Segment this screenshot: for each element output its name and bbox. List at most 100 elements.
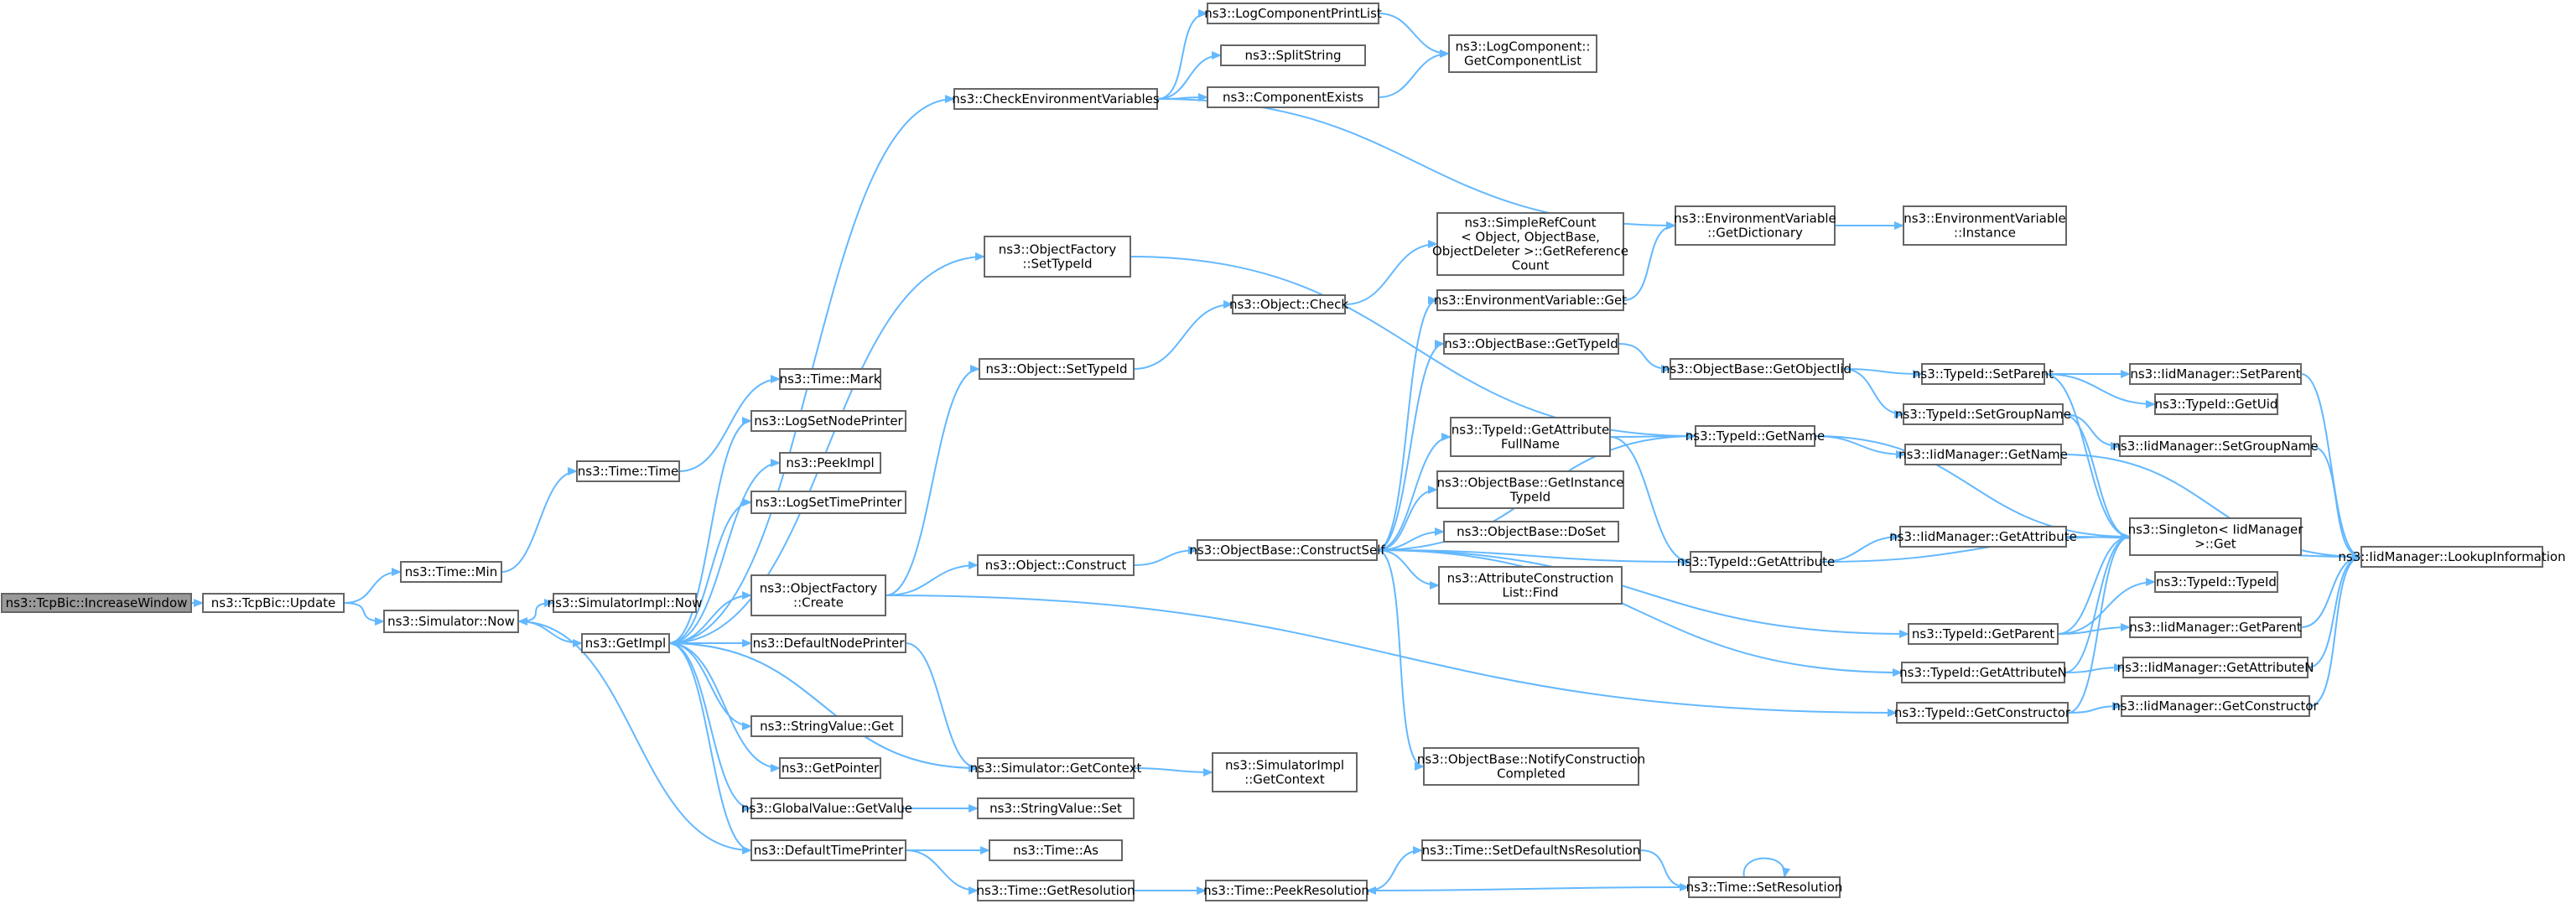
node-box [2119,435,2312,457]
node-timeMark[interactable]: ns3::Time::Mark [779,368,881,390]
node-timeSetDefaultNsRes[interactable]: ns3::Time::SetDefaultNsResolution [1421,839,1641,861]
node-getImpl[interactable]: ns3::GetImpl [581,633,670,653]
node-simImplNow[interactable]: ns3::SimulatorImpl::Now [548,593,703,613]
node-iidManagerGetConstructor[interactable]: ns3::IidManager::GetConstructor [2112,695,2319,717]
node-objectConstruct[interactable]: ns3::Object::Construct [977,554,1135,576]
node-typeIdGetConstructor[interactable]: ns3::TypeId::GetConstructor [1894,702,2071,724]
node-objBaseConstructSelf[interactable]: ns3::ObjectBase::ConstructSelf [1189,539,1385,561]
node-box [553,593,697,613]
node-label: ns3::DefaultTimePrinter [754,843,904,858]
node-timeTime[interactable]: ns3::Time::Time [576,460,680,482]
node-objBaseNotifyConstruction[interactable]: ns3::ObjectBase::NotifyConstructionCompl… [1417,747,1645,786]
edge-getImpl-to-objFactorySetTypeId [668,252,985,644]
node-envVarInstance[interactable]: ns3::EnvironmentVariable::Instance [1903,205,2067,246]
node-iidManagerGetName[interactable]: ns3::IidManager::GetName [1898,444,2068,465]
node-iidManagerGetParent[interactable]: ns3::IidManager::GetParent [2129,616,2302,638]
node-splitString[interactable]: ns3::SplitString [1220,44,1366,66]
node-label: ns3::EnvironmentVariable [1903,211,2065,226]
node-objBaseDoSet[interactable]: ns3::ObjectBase::DoSet [1443,521,1619,543]
node-peekImpl[interactable]: ns3::PeekImpl [779,452,881,474]
edge-typeIdGetAttribute-to-iidManagerGetAttribute [1820,532,1901,563]
node-defaultNodePrinter[interactable]: ns3::DefaultNodePrinter [750,633,906,653]
node-simGetContext[interactable]: ns3::Simulator::GetContext [970,757,1142,779]
node-timeGetResolution[interactable]: ns3::Time::GetResolution [977,880,1135,901]
edge-timePeekResolution-to-timeSetDefaultNsRes [1366,846,1423,891]
node-label: ns3::IidManager::GetAttributeN [2117,660,2314,675]
node-stringValueSet[interactable]: ns3::StringValue::Set [977,797,1135,819]
node-typeIdGetParent[interactable]: ns3::TypeId::GetParent [1908,623,2059,645]
node-iidManagerSetGroupName[interactable]: ns3::IidManager::SetGroupName [2112,435,2319,457]
node-timePeekResolution[interactable]: ns3::Time::PeekResolution [1203,880,1369,901]
node-objFactorySetTypeId[interactable]: ns3::ObjectFactory::SetTypeId [984,236,1131,278]
node-globalValueGetValue[interactable]: ns3::GlobalValue::GetValue [741,797,912,819]
node-componentExists[interactable]: ns3::ComponentExists [1207,86,1379,108]
node-simImplGetContext[interactable]: ns3::SimulatorImpl::GetContext [1212,752,1358,792]
node-stringValueGet[interactable]: ns3::StringValue::Get [750,715,903,737]
node-box [977,757,1135,779]
node-simpleRefCount[interactable]: ns3::SimpleRefCount< Object, ObjectBase,… [1432,212,1628,276]
node-iidManagerSetParent[interactable]: ns3::IidManager::SetParent [2129,363,2302,385]
node-label: ::Create [793,595,844,610]
node-box [1695,425,1815,447]
node-logSetTimePrinter[interactable]: ns3::LogSetTimePrinter [750,491,906,514]
node-increaseWindow[interactable]: ns3::TcpBic::IncreaseWindow [1,593,192,613]
node-iidManagerLookupInfo[interactable]: ns3::IidManager::LookupInformation [2338,546,2566,568]
node-label: ns3::ObjectBase::NotifyConstruction [1417,752,1645,767]
node-envVarGet[interactable]: ns3::EnvironmentVariable::Get [1434,289,1627,311]
node-typeIdTypeId[interactable]: ns3::TypeId::TypeId [2154,571,2278,593]
node-box [984,236,1131,278]
node-box [750,797,903,819]
node-logComponentPrintList[interactable]: ns3::LogComponentPrintList [1204,3,1382,24]
edge-simGetContext-to-getImpl [668,639,979,769]
node-simNow[interactable]: ns3::Simulator::Now [383,610,519,633]
node-label: ns3::IidManager::SetGroupName [2112,439,2318,454]
node-timeSetResolution[interactable]: ns3::Time::SetResolution [1686,876,1843,898]
node-typeIdSetParent[interactable]: ns3::TypeId::SetParent [1913,363,2054,385]
node-timeAs[interactable]: ns3::Time::As [989,839,1123,861]
node-box [1197,539,1378,561]
nodes-layer: ns3::TcpBic::IncreaseWindow ns3::TcpBic::… [1,3,2566,901]
node-label: ns3::DefaultNodePrinter [753,636,906,651]
node-iidManagerGetAttributeN[interactable]: ns3::IidManager::GetAttributeN [2117,657,2314,678]
edge-objBaseConstructSelf-to-objBaseNotifyConstruction [1376,549,1425,771]
node-defaultTimePrinter[interactable]: ns3::DefaultTimePrinter [750,839,906,861]
node-typeIdGetUid[interactable]: ns3::TypeId::GetUid [2154,393,2278,415]
node-label: ::SetTypeId [1022,257,1092,272]
node-box [202,593,345,613]
node-box [1205,880,1368,901]
node-label: ns3::ComponentExists [1223,90,1363,105]
node-getPointer[interactable]: ns3::GetPointer [779,757,881,779]
node-singletonGet[interactable]: ns3::Singleton< IidManager>::Get [2128,517,2304,556]
node-box [1443,521,1619,543]
node-label: ns3::LogComponent:: [1456,39,1591,55]
node-label: ns3::TypeId::GetConstructor [1894,705,2071,720]
node-objBaseGetTypeId[interactable]: ns3::ObjectBase::GetTypeId [1443,333,1619,355]
node-iidManagerGetAttribute[interactable]: ns3::IidManager::GetAttribute [1889,526,2077,548]
node-logSetNodePrinter[interactable]: ns3::LogSetNodePrinter [750,410,906,432]
node-box [2154,393,2278,415]
node-box [1904,444,2062,465]
node-envVarGetDictionary[interactable]: ns3::EnvironmentVariable::GetDictionary [1674,205,1836,246]
node-typeIdSetGroupName[interactable]: ns3::TypeId::SetGroupName [1895,403,2071,425]
node-label: FullName [1501,437,1560,452]
node-label: ns3::TcpBic::Update [211,595,336,610]
node-label: ns3::Singleton< IidManager [2128,522,2304,538]
node-logComponentGetList[interactable]: ns3::LogComponent::GetComponentList [1448,34,1597,73]
node-checkEnvVars[interactable]: ns3::CheckEnvironmentVariables [952,88,1160,110]
node-update[interactable]: ns3::TcpBic::Update [202,593,345,613]
node-label: ns3::Time::GetResolution [977,883,1135,898]
node-objectSetTypeId[interactable]: ns3::Object::SetTypeId [979,358,1135,380]
node-typeIdGetAttributeN[interactable]: ns3::TypeId::GetAttributeN [1899,662,2067,683]
node-timeMin[interactable]: ns3::Time::Min [400,561,502,583]
edge-getImpl-to-getPointer [668,642,781,772]
node-typeIdGetName[interactable]: ns3::TypeId::GetName [1685,425,1825,447]
node-objectCheck[interactable]: ns3::Object::Check [1229,294,1348,314]
node-objFactoryCreate[interactable]: ns3::ObjectFactory::Create [750,574,886,616]
edge-checkEnvVars-to-logComponentPrintList [1156,9,1208,100]
node-objBaseGetObjectIid[interactable]: ns3::ObjectBase::GetObjectIid [1662,358,1852,380]
node-box [1,593,192,613]
node-typeIdGetAttribute[interactable]: ns3::TypeId::GetAttribute [1677,551,1835,573]
